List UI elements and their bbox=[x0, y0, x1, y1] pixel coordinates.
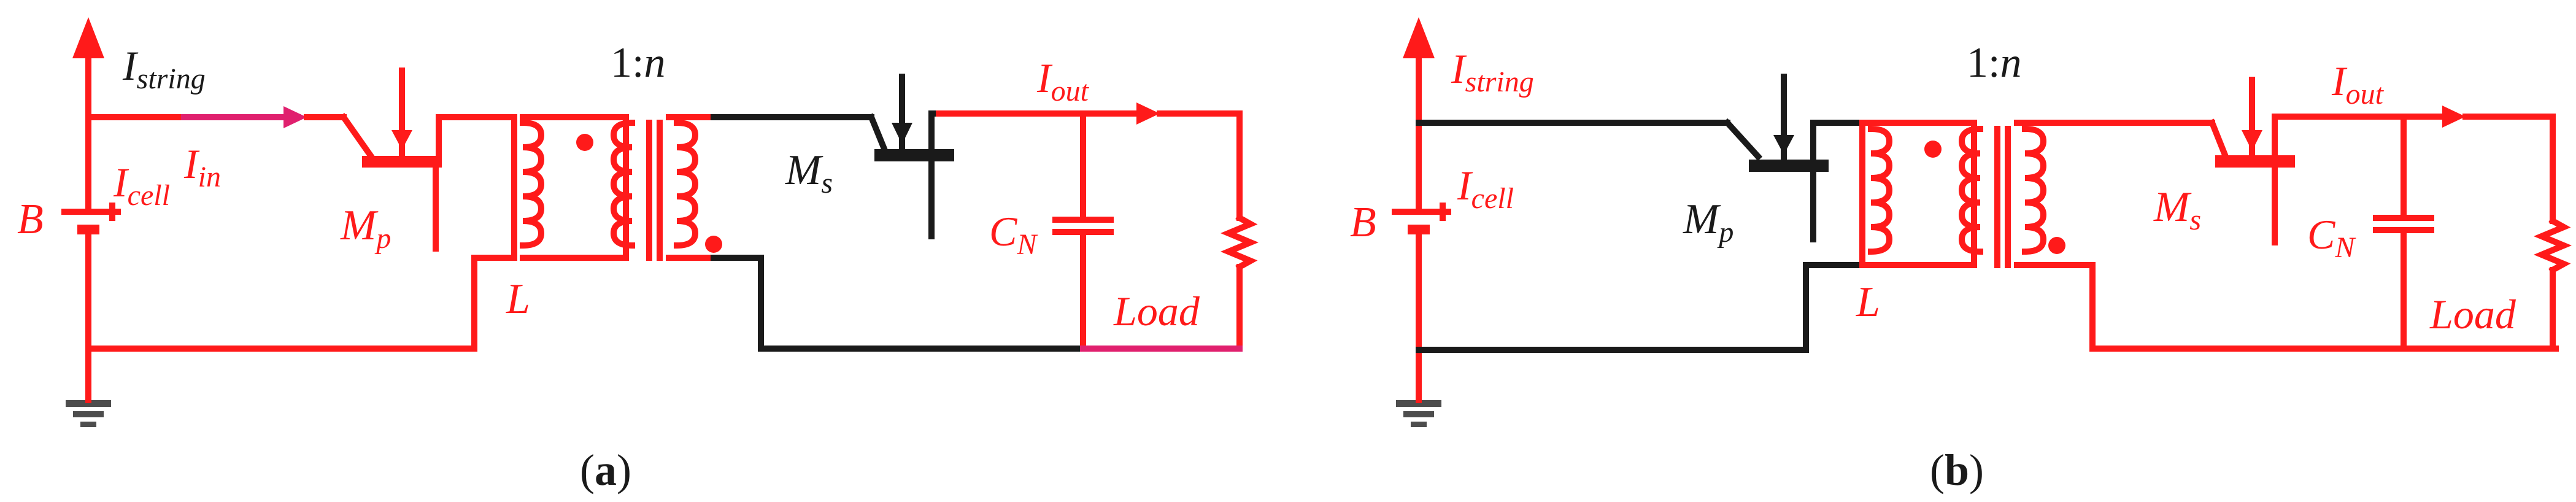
panel-a-circuit: Istring Icell Iin B Mp L 1:n Ms Iout CN … bbox=[17, 17, 1259, 495]
output-current-arrow bbox=[2442, 106, 2466, 128]
load-label: Load bbox=[1113, 288, 1200, 334]
mosfet-mp-symbol bbox=[362, 68, 442, 252]
transformer-primary bbox=[511, 114, 663, 261]
load-label: Load bbox=[2429, 291, 2516, 338]
transformer-secondary bbox=[666, 114, 722, 261]
mosfet-ms-symbol bbox=[874, 74, 954, 239]
output-current-arrow bbox=[1136, 102, 1160, 125]
turns-ratio-label: 1:n bbox=[1967, 39, 2021, 87]
cn-label: CN bbox=[989, 208, 1038, 261]
inductor-label: L bbox=[506, 276, 530, 323]
battery-label: B bbox=[1350, 199, 1376, 246]
i-string-label: Istring bbox=[122, 42, 206, 95]
ground-icon bbox=[1396, 400, 1441, 427]
polarity-dot-secondary bbox=[705, 236, 722, 253]
string-current-arrow bbox=[72, 17, 104, 58]
load-resistor-symbol bbox=[1221, 110, 1259, 352]
transformer-secondary bbox=[2014, 120, 2065, 268]
mp-label: Mp bbox=[340, 202, 391, 255]
i-in-label: Iin bbox=[183, 141, 221, 193]
string-current-arrow bbox=[1403, 17, 1435, 58]
i-cell-label: Icell bbox=[113, 159, 170, 212]
i-out-label: Iout bbox=[2331, 58, 2385, 110]
ground-icon bbox=[66, 400, 111, 427]
inductor-label: L bbox=[1856, 279, 1880, 326]
capacitor-cn-symbol bbox=[2373, 114, 2434, 352]
capacitor-cn-symbol bbox=[1052, 110, 1114, 352]
i-out-label: Iout bbox=[1036, 55, 1090, 107]
mosfet-mp-symbol bbox=[1749, 74, 1829, 242]
i-cell-label: Icell bbox=[1457, 162, 1514, 215]
polarity-dot-secondary bbox=[2048, 237, 2065, 254]
mp-label: Mp bbox=[1683, 196, 1733, 249]
load-resistor-symbol bbox=[2534, 114, 2572, 352]
left-rail bbox=[72, 17, 104, 403]
transformer-primary bbox=[1859, 120, 2011, 268]
ms-label: Ms bbox=[2153, 183, 2201, 236]
mosfet-ms-symbol bbox=[2215, 77, 2295, 245]
polarity-dot-primary bbox=[1924, 141, 1942, 158]
panel-b-caption: (b) bbox=[1930, 446, 1984, 495]
battery-label: B bbox=[17, 196, 44, 243]
cn-label: CN bbox=[2307, 211, 2356, 264]
ms-label: Ms bbox=[785, 147, 833, 199]
i-string-label: Istring bbox=[1451, 45, 1534, 98]
battery-symbol bbox=[61, 203, 121, 234]
polarity-dot-primary bbox=[576, 134, 593, 151]
input-current-arrow bbox=[283, 106, 307, 128]
turns-ratio-label: 1:n bbox=[611, 39, 665, 87]
battery-symbol bbox=[1392, 203, 1451, 234]
panel-a-caption: (a) bbox=[580, 446, 631, 495]
panel-b-circuit: Istring Icell B Mp L 1:n Ms Iout CN Load… bbox=[1350, 17, 2572, 495]
left-rail bbox=[1403, 17, 1435, 403]
